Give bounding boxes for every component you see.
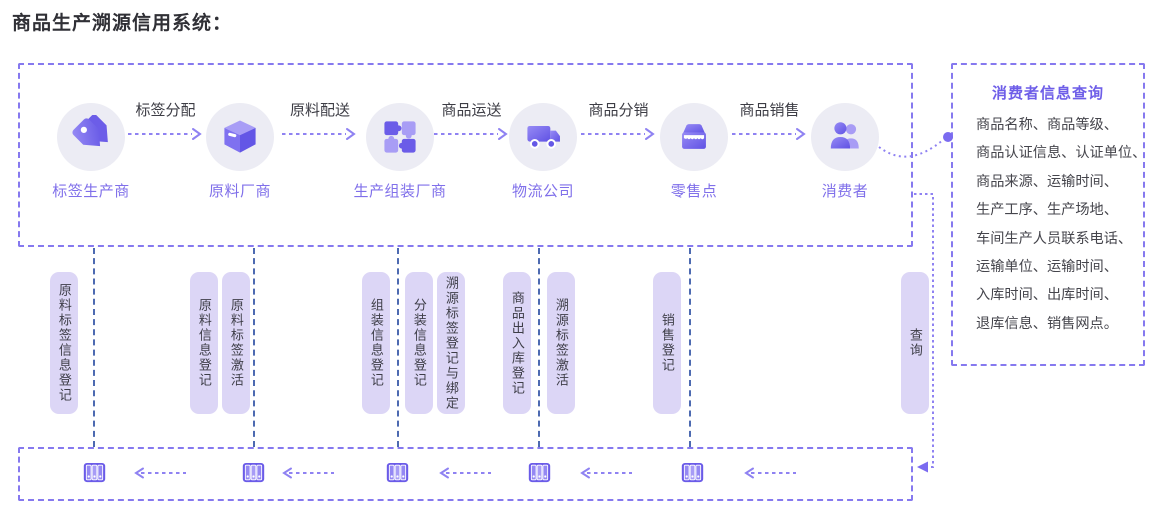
store-icon bbox=[672, 115, 716, 159]
dashed-arrow-icon bbox=[433, 128, 508, 140]
archive-icon bbox=[679, 459, 706, 486]
puzzle-icon bbox=[378, 115, 422, 159]
node-label: 零售点 bbox=[670, 183, 718, 200]
arrow-label: 商品运送 bbox=[441, 102, 502, 119]
flow-node: 标签生产商 bbox=[31, 103, 151, 201]
registration-pill-label: 溯源标签激活 bbox=[553, 298, 569, 388]
node-to-database-line bbox=[397, 248, 399, 447]
node-to-database-line bbox=[93, 248, 95, 447]
registration-pill-label: 商品出入库登记 bbox=[509, 290, 525, 396]
node-circle bbox=[206, 103, 274, 171]
info-panel-line: 入库时间、出库时间、 bbox=[976, 287, 1118, 304]
node-label: 生产组装厂商 bbox=[353, 183, 447, 200]
supply-chain-box bbox=[18, 63, 913, 247]
node-circle bbox=[660, 103, 728, 171]
registration-pill: 原料信息登记 bbox=[190, 272, 218, 414]
archive-icon bbox=[81, 459, 108, 486]
registration-pill: 溯源标签登记与绑定 bbox=[437, 272, 465, 414]
node-to-database-line bbox=[253, 248, 255, 447]
flow-node: 消费者 bbox=[785, 103, 905, 201]
flow-arrow: 商品运送 bbox=[427, 99, 517, 146]
registration-pill-label: 溯源标签登记与绑定 bbox=[443, 275, 459, 411]
flow-arrow: 商品销售 bbox=[725, 99, 815, 146]
flow-node: 物流公司 bbox=[483, 103, 603, 201]
query-arrowhead-icon bbox=[917, 461, 928, 473]
registration-pill: 组装信息登记 bbox=[362, 272, 390, 414]
registration-pill: 销售登记 bbox=[653, 272, 681, 414]
dashed-left-arrow-icon bbox=[439, 467, 491, 479]
node-label: 原料厂商 bbox=[208, 183, 271, 200]
flow-node: 生产组装厂商 bbox=[340, 103, 460, 201]
dashed-left-arrow-icon bbox=[580, 467, 632, 479]
node-to-database-line bbox=[689, 248, 691, 447]
consumer-info-panel: 消费者信息查询 商品名称、商品等级、商品认证信息、认证单位、商品来源、运输时间、… bbox=[951, 63, 1147, 366]
dashed-arrow-icon bbox=[282, 128, 356, 140]
dashed-left-arrow-icon bbox=[134, 467, 186, 479]
registration-pill-label: 销售登记 bbox=[659, 313, 675, 373]
node-label: 物流公司 bbox=[511, 183, 574, 200]
database-box bbox=[18, 447, 913, 501]
dashed-arrow-icon bbox=[127, 128, 202, 140]
tag-icon bbox=[69, 115, 113, 159]
registration-pill: 原料标签信息登记 bbox=[50, 272, 78, 414]
registration-pill-label: 原料信息登记 bbox=[196, 298, 212, 388]
registration-pill-label: 原料标签信息登记 bbox=[56, 283, 72, 403]
flow-arrow: 商品分销 bbox=[574, 99, 664, 146]
node-circle bbox=[509, 103, 577, 171]
node-label: 消费者 bbox=[821, 183, 869, 200]
dashed-left-arrow-icon bbox=[744, 467, 796, 479]
registration-pill: 商品出入库登记 bbox=[503, 272, 531, 414]
arrow-label: 原料配送 bbox=[289, 102, 350, 119]
registration-pill: 原料标签激活 bbox=[222, 272, 250, 414]
registration-pill: 溯源标签激活 bbox=[547, 272, 575, 414]
info-panel-line: 退库信息、销售网点。 bbox=[976, 315, 1118, 332]
arrow-label: 商品分销 bbox=[588, 102, 649, 119]
node-label: 标签生产商 bbox=[52, 183, 130, 200]
registration-pill-label: 查询 bbox=[907, 328, 923, 358]
info-panel-line: 商品来源、运输时间、 bbox=[976, 173, 1118, 190]
arrow-label: 标签分配 bbox=[135, 102, 196, 119]
node-to-database-line bbox=[538, 248, 540, 447]
node-circle bbox=[366, 103, 434, 171]
registration-pill-label: 原料标签激活 bbox=[228, 298, 244, 388]
dashed-arrow-icon bbox=[580, 128, 655, 140]
info-panel-body: 商品名称、商品等级、商品认证信息、认证单位、商品来源、运输时间、生产工序、生产场… bbox=[953, 111, 1147, 338]
node-circle bbox=[811, 103, 879, 171]
info-panel-line: 商品名称、商品等级、 bbox=[976, 117, 1118, 133]
registration-pill: 查询 bbox=[901, 272, 929, 414]
info-panel-line: 生产工序、生产场地、 bbox=[976, 202, 1118, 219]
archive-icon bbox=[240, 459, 267, 486]
registration-pill-label: 组装信息登记 bbox=[368, 298, 384, 388]
flow-arrow: 原料配送 bbox=[275, 99, 365, 146]
archive-icon bbox=[526, 459, 553, 486]
box-icon bbox=[218, 115, 262, 159]
arrow-label: 商品销售 bbox=[739, 102, 800, 119]
flow-node: 零售点 bbox=[634, 103, 754, 201]
truck-icon bbox=[521, 115, 565, 159]
info-panel-line: 商品认证信息、认证单位、 bbox=[976, 145, 1147, 162]
dashed-left-arrow-icon bbox=[282, 467, 334, 479]
registration-pill: 分装信息登记 bbox=[405, 272, 433, 414]
info-panel-line: 车间生产人员联系电话、 bbox=[976, 230, 1133, 247]
info-panel-line: 运输单位、运输时间、 bbox=[976, 259, 1118, 276]
registration-pill-label: 分装信息登记 bbox=[411, 298, 427, 388]
page-title: 商品生产溯源信用系统： bbox=[12, 13, 233, 34]
people-icon bbox=[823, 115, 867, 159]
info-panel-title: 消费者信息查询 bbox=[991, 85, 1104, 102]
dashed-arrow-icon bbox=[731, 128, 806, 140]
archive-icon bbox=[384, 459, 411, 486]
flow-node: 原料厂商 bbox=[180, 103, 300, 201]
flow-arrow: 标签分配 bbox=[121, 99, 211, 146]
node-circle bbox=[57, 103, 125, 171]
